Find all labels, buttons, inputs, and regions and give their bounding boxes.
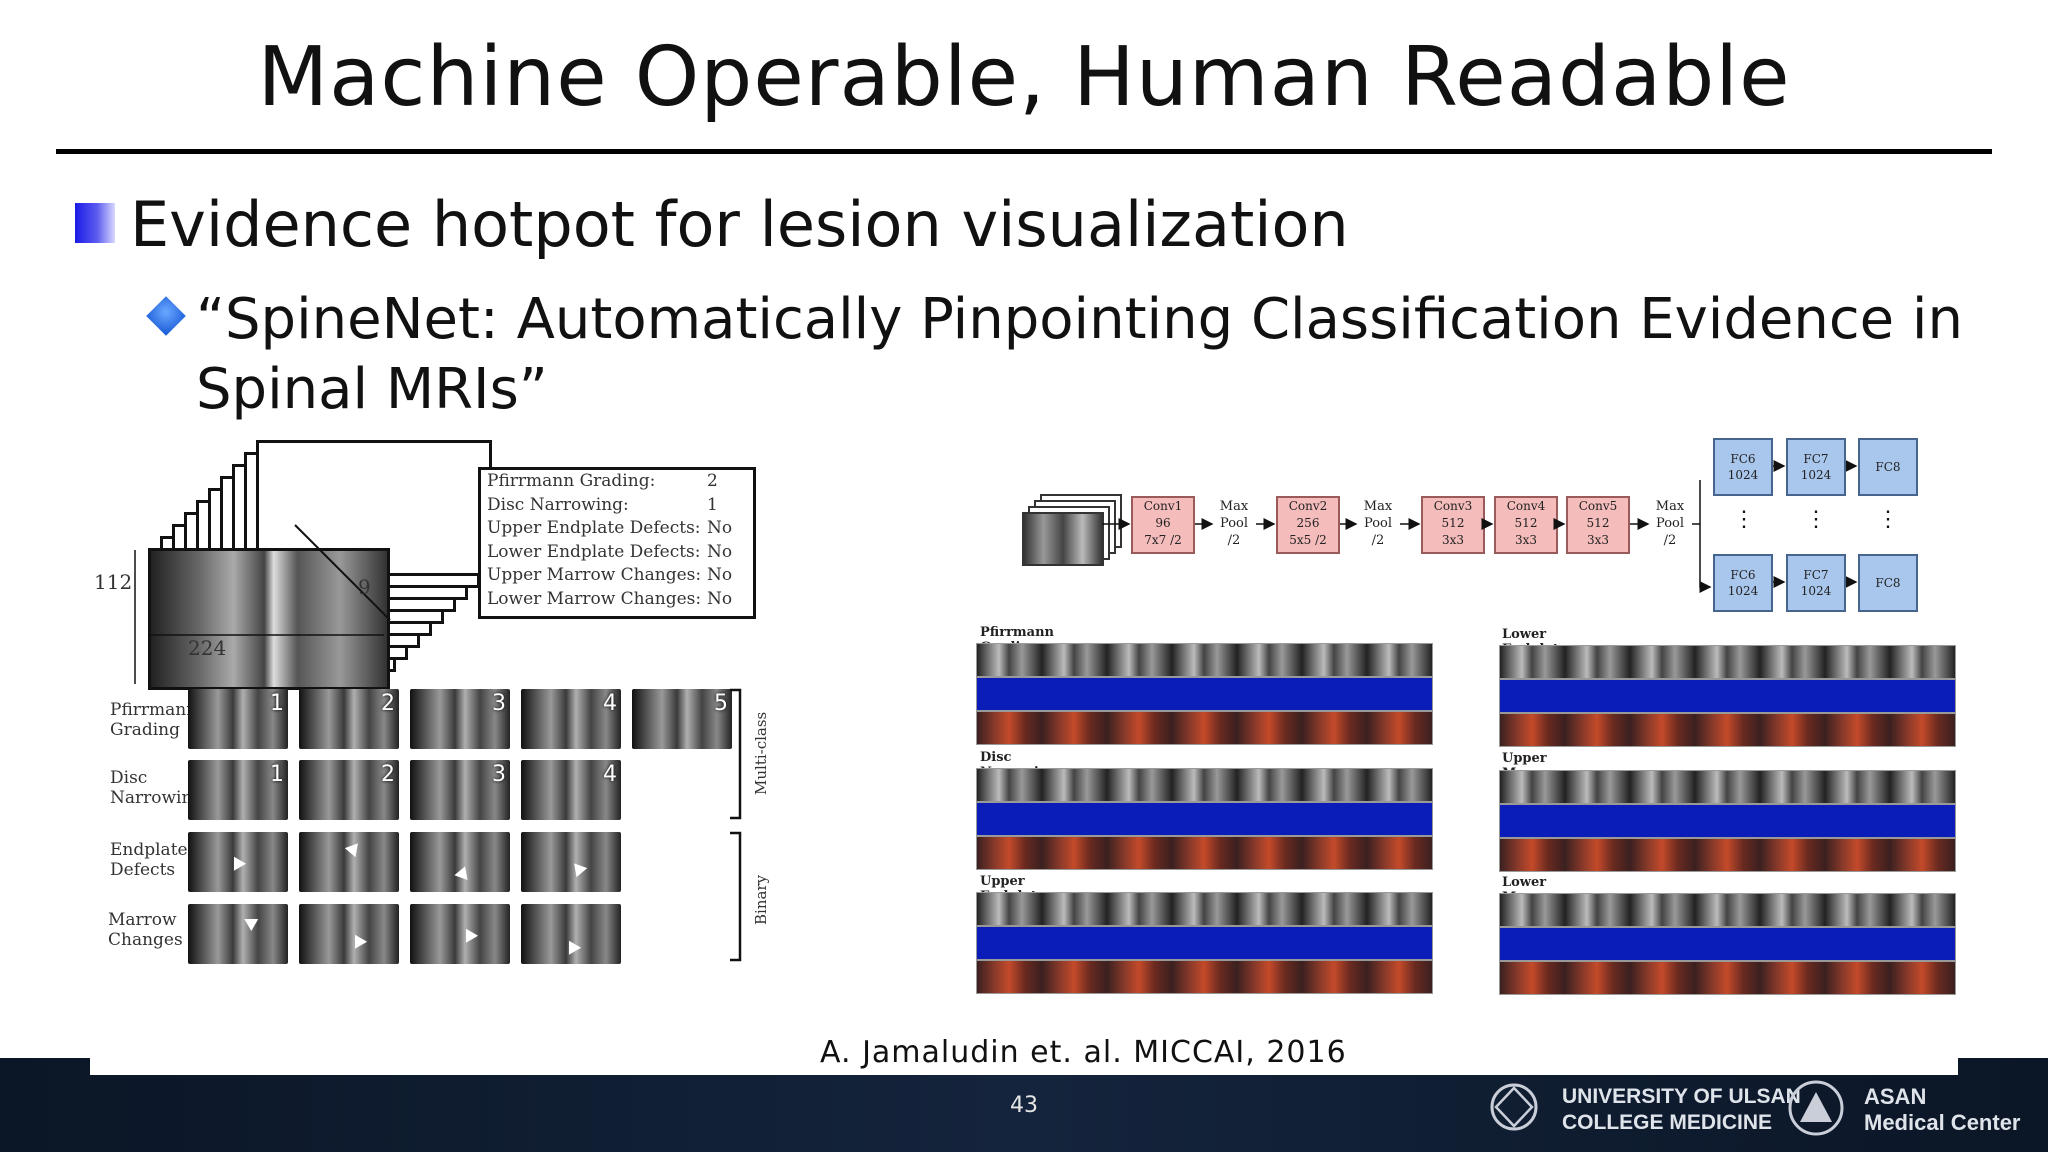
heatmap-strip (1499, 927, 1956, 961)
height-dimension: 112 (94, 570, 133, 594)
mri-example: 5 (632, 689, 732, 749)
heatmap-strip (976, 677, 1433, 711)
overlay-strip (976, 711, 1433, 745)
lesion-arrow-icon (562, 937, 582, 955)
ellipsis-icon: ⋮ (1805, 507, 1827, 532)
mri-example (410, 904, 510, 964)
binary-label: Binary (752, 874, 770, 925)
label-row: Pfirrmann Grading:2 (487, 471, 718, 491)
overlay-strip (976, 836, 1433, 870)
lesion-arrow-icon (227, 853, 247, 871)
mri-example: 3 (410, 689, 510, 749)
lesion-arrow-icon (244, 912, 262, 932)
label-row: Disc Narrowing:1 (487, 494, 718, 515)
slide-title: Machine Operable, Human Readable (257, 30, 1791, 125)
width-dimension: 224 (188, 636, 227, 660)
bullet-level2: “SpineNet: Automatically Pinpointing Cla… (196, 287, 1963, 422)
depth-dimension: 9 (358, 575, 371, 599)
mri-example (299, 832, 399, 892)
mri-example (188, 832, 288, 892)
mri-strip (976, 643, 1433, 677)
mri-example (410, 832, 510, 892)
label-row: Upper Marrow Changes:No (487, 565, 733, 585)
mri-front-slice (148, 548, 390, 690)
mri-example (299, 904, 399, 964)
mri-example: 2 (299, 689, 399, 749)
flow-arrows (1102, 480, 1712, 593)
input-slice (1022, 512, 1104, 566)
mri-example: 1 (188, 689, 288, 749)
mri-strip (1499, 645, 1956, 679)
width-arrow (148, 634, 384, 636)
mri-example: 3 (410, 760, 510, 820)
ulsan-emblem-icon (1490, 1083, 1538, 1131)
ellipsis-icon: ⋮ (1877, 507, 1899, 532)
height-arrow (134, 550, 136, 684)
overlay-strip (976, 960, 1433, 994)
mri-example (188, 904, 288, 964)
page-number: 43 (1010, 1093, 1038, 1118)
task-brackets (730, 688, 742, 962)
mri-strip (976, 768, 1433, 802)
mri-strip (976, 892, 1433, 926)
ellipsis-icon: ⋮ (1733, 507, 1755, 532)
overlay-strip (1499, 961, 1956, 995)
mri-example: 4 (521, 760, 621, 820)
bullet-level1: Evidence hotpot for lesion visualization (130, 188, 1349, 261)
overlay-strip (1499, 713, 1956, 747)
footer-white-band (90, 1058, 1958, 1075)
mri-example: 1 (188, 760, 288, 820)
heatmap-strip (976, 926, 1433, 960)
spine-input-figure: 112 224 9 Pfirrmann Grading:2 Disc Narro… (0, 0, 800, 1000)
mri-example: 4 (521, 689, 621, 749)
fc8-block: FC8 (1858, 554, 1918, 612)
lesion-arrow-icon (344, 838, 364, 858)
mri-example: 2 (299, 760, 399, 820)
fc8-block: FC8 (1858, 438, 1918, 496)
mri-strip (1499, 770, 1956, 804)
mri-example (521, 904, 621, 964)
heatmap-strip (1499, 804, 1956, 838)
multiclass-label: Multi-class (752, 711, 770, 795)
label-row: Lower Marrow Changes:No (487, 588, 733, 609)
square-bullet-icon (75, 203, 115, 243)
grading-label-box: Pfirrmann Grading:2 Disc Narrowing:1 Upp… (478, 467, 756, 619)
mri-example (521, 832, 621, 892)
fc-arrows (1772, 460, 1858, 588)
label-row: Lower Endplate Defects:No (487, 541, 733, 562)
label-row: Upper Endplate Defects:No (487, 518, 733, 538)
heatmap-strip (1499, 679, 1956, 713)
lesion-arrow-icon (568, 858, 588, 878)
depth-dimension-line (294, 524, 391, 621)
heatmap-strip (976, 802, 1433, 836)
lesion-arrow-icon (454, 863, 472, 881)
citation: A. Jamaludin et. al. MICCAI, 2016 (820, 1035, 1347, 1070)
title-divider (56, 149, 1992, 154)
asan-emblem-icon (1788, 1080, 1844, 1136)
mri-strip (1499, 893, 1956, 927)
overlay-strip (1499, 838, 1956, 872)
lesion-arrow-icon (348, 931, 368, 949)
lesion-arrow-icon (459, 925, 479, 943)
